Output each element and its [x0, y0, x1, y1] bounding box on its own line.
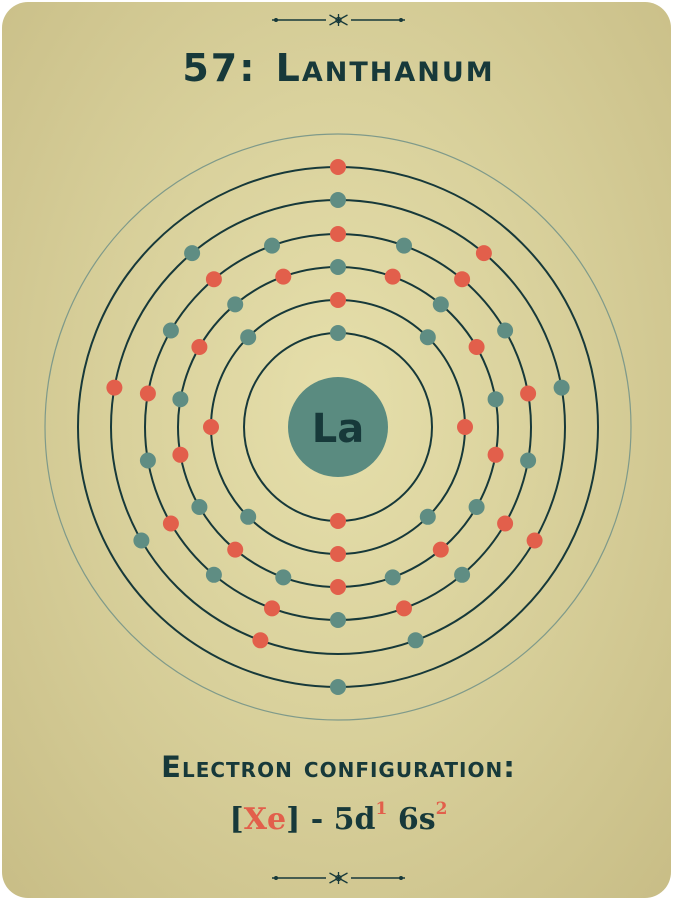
electron [275, 268, 292, 285]
electron [330, 159, 346, 175]
electron [407, 632, 424, 649]
electron [419, 329, 436, 346]
bottom-ornament-icon [272, 872, 405, 884]
electron [133, 532, 150, 549]
electron [252, 632, 269, 649]
electron [264, 600, 280, 617]
electron [172, 391, 189, 408]
nucleus [288, 377, 388, 477]
electron [139, 385, 156, 402]
orbital-5d: 5d [333, 802, 376, 837]
electron [526, 532, 543, 549]
electron [520, 385, 537, 402]
electron [106, 379, 123, 396]
electron [553, 379, 570, 396]
electron [264, 237, 280, 254]
electron [330, 612, 346, 628]
electron [330, 679, 346, 695]
atomic-number: 57: [182, 46, 257, 90]
electron [384, 569, 401, 586]
electron [240, 329, 257, 346]
electron [162, 515, 179, 532]
page-title: 57: Lanthanum [2, 46, 673, 90]
configuration-separator: - [300, 802, 334, 837]
electron [432, 541, 449, 558]
outer-halo-ring [44, 133, 632, 721]
electron [275, 569, 292, 586]
electron [457, 419, 473, 435]
electron [454, 271, 471, 288]
electron [384, 268, 401, 285]
electron [487, 391, 504, 408]
electron [240, 508, 257, 525]
electron [227, 541, 244, 558]
electron [184, 245, 201, 262]
configuration-value: [Xe] - 5d1 6s2 [2, 799, 673, 838]
electron [330, 513, 346, 529]
electron [330, 292, 346, 308]
top-ornament-icon [272, 14, 405, 26]
core-close-bracket: ] [286, 802, 301, 837]
electron [468, 339, 485, 355]
electron [396, 600, 412, 617]
orbital-5d-count: 1 [375, 799, 388, 819]
electron [419, 508, 436, 525]
electron [330, 579, 346, 595]
electron [227, 296, 244, 313]
element-name: Lanthanum [275, 46, 495, 90]
electron [497, 515, 514, 532]
configuration-label: Electron configuration: [161, 750, 516, 784]
electron [205, 566, 222, 583]
electron [172, 446, 189, 463]
electron [162, 322, 179, 339]
core-open-bracket: [ [229, 802, 244, 837]
electron [330, 192, 346, 208]
electron [139, 452, 156, 469]
noble-gas-core: Xe [243, 802, 287, 837]
bohr-model-diagram: La [44, 133, 632, 721]
orbital-6s-count: 2 [435, 799, 448, 819]
electron [475, 245, 492, 262]
electron [520, 452, 537, 469]
orbital-6s: 6s [397, 802, 436, 837]
electron [432, 296, 449, 313]
electron [487, 446, 504, 463]
electron [454, 566, 471, 583]
electron [205, 271, 222, 288]
electron [330, 226, 346, 242]
electron [203, 419, 219, 435]
electron-group [106, 159, 570, 695]
electron [191, 339, 208, 355]
electron [330, 546, 346, 562]
electron [330, 259, 346, 275]
electron [191, 499, 208, 515]
element-symbol: La [312, 406, 364, 452]
electron [468, 499, 485, 515]
electron [396, 237, 412, 254]
electron [330, 325, 346, 341]
electron [497, 322, 514, 339]
